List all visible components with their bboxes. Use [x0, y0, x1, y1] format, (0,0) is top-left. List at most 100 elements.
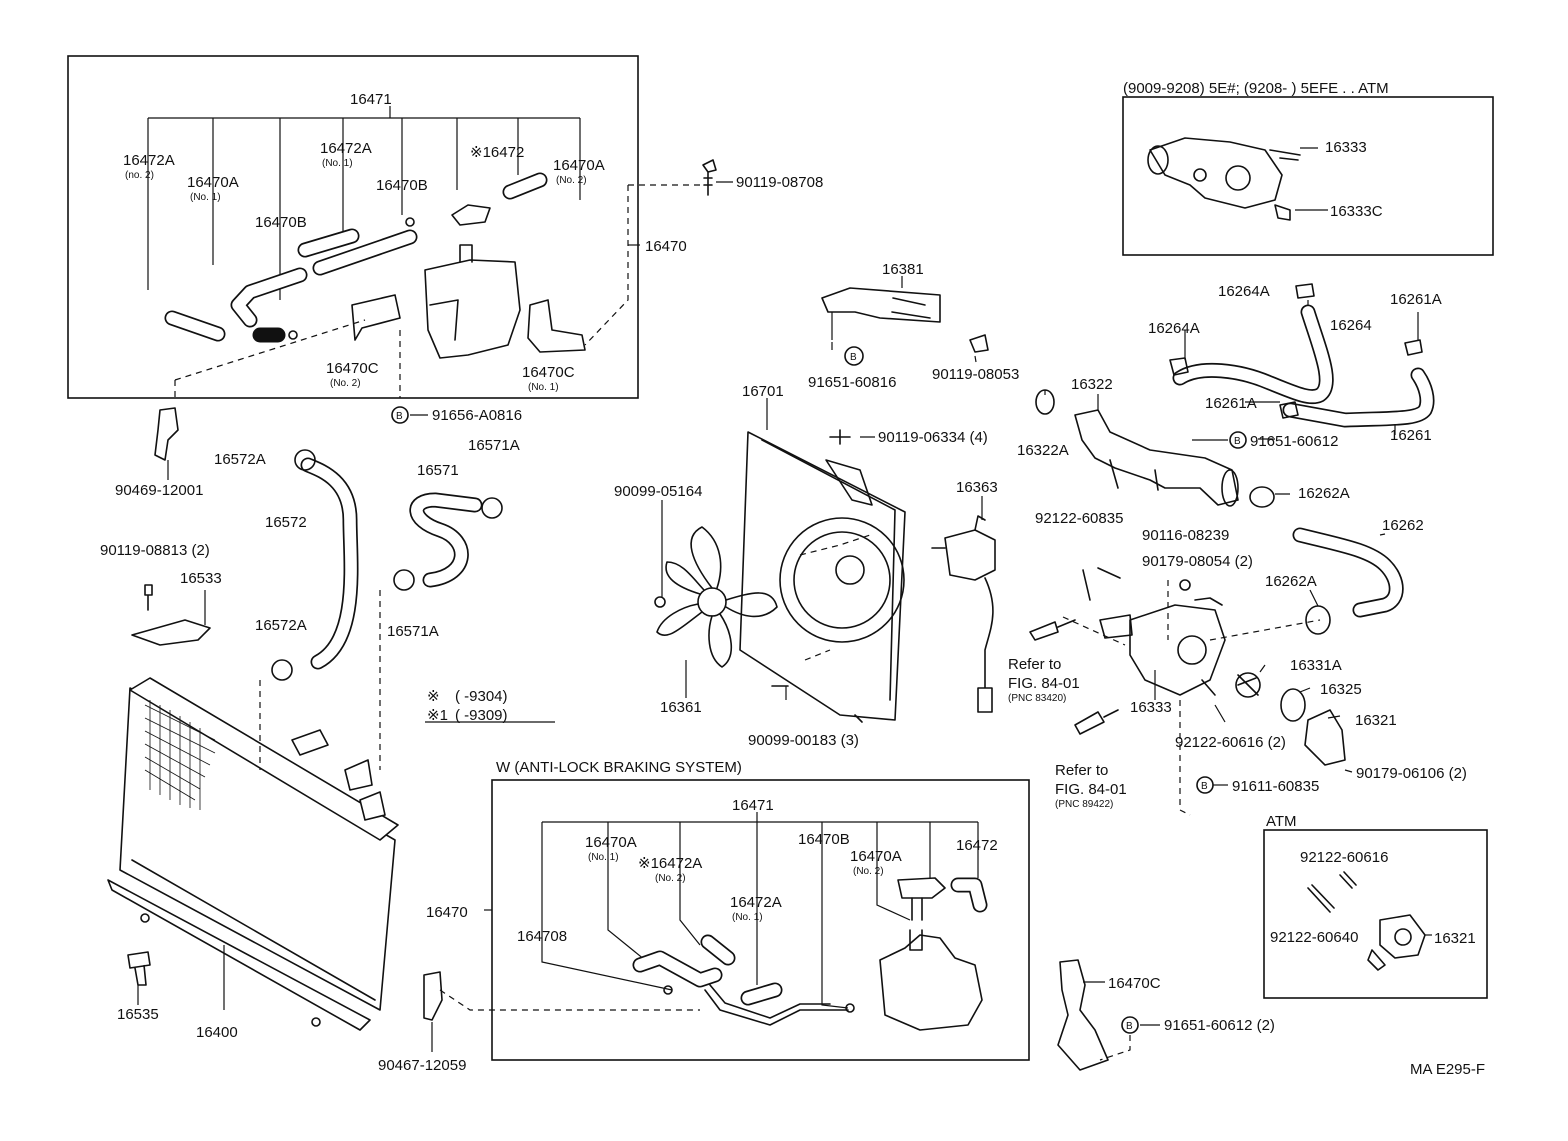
label-90119-08813[interactable]: 90119-08813 (2) — [100, 542, 210, 559]
label-16331A[interactable]: 16331A — [1290, 657, 1342, 674]
label-16470A-no1-top[interactable]: 16470A — [187, 174, 239, 191]
label-91611-60835[interactable]: 91611-60835 — [1232, 778, 1319, 795]
label-16470B-top-b[interactable]: 16470B — [376, 177, 428, 194]
label-164708-bot[interactable]: 164708 — [517, 928, 567, 945]
label-16400[interactable]: 16400 — [196, 1024, 238, 1041]
reservoir-tank — [424, 259, 521, 359]
label-atm-92122-60616[interactable]: 92122-60616 — [1300, 849, 1388, 866]
b-marker-5: B — [1126, 1021, 1133, 1032]
label-16470-top[interactable]: 16470 — [645, 238, 687, 255]
label-16321-mid[interactable]: 16321 — [1355, 712, 1397, 729]
label-16470A-no2-bot[interactable]: 16470A — [850, 848, 902, 865]
label-91656-A0816[interactable]: 91656-A0816 — [432, 407, 522, 424]
note1-symbol: ※ — [427, 688, 440, 705]
label-16472A-no1-top[interactable]: 16472A — [320, 140, 372, 157]
label-16472A-no2-bot[interactable]: ※16472A — [638, 855, 702, 872]
label-16572A-b[interactable]: 16572A — [255, 617, 307, 634]
label-16333C-tr[interactable]: 16333C — [1330, 203, 1383, 220]
label-16471-top[interactable]: 16471 — [350, 91, 392, 108]
label-16470A-no2-top[interactable]: 16470A — [553, 157, 605, 174]
label-16363[interactable]: 16363 — [956, 479, 998, 496]
bracket-16470C-bottom — [1057, 959, 1109, 1071]
label-16572[interactable]: 16572 — [265, 514, 307, 531]
bracket-16470C-no2 — [351, 294, 401, 341]
label-16264[interactable]: 16264 — [1330, 317, 1372, 334]
diagram-code: MA E295-F — [1410, 1061, 1485, 1078]
label-16571A-b[interactable]: 16571A — [387, 623, 439, 640]
label-16325[interactable]: 16325 — [1320, 681, 1362, 698]
label-90099-05164[interactable]: 90099-05164 — [614, 483, 702, 500]
label-16472-bot[interactable]: 16472 — [956, 837, 998, 854]
label-16470A-no1-bot-sub: (No. 1) — [588, 852, 619, 863]
refer1-line2[interactable]: FIG. 84-01 — [1008, 675, 1080, 692]
label-90469-12001[interactable]: 90469-12001 — [115, 482, 203, 499]
label-16261A-b[interactable]: 16261A — [1205, 395, 1257, 412]
label-atm-16321[interactable]: 16321 — [1434, 930, 1476, 947]
label-16381[interactable]: 16381 — [882, 261, 924, 278]
label-16470B-bot[interactable]: 16470B — [798, 831, 850, 848]
label-16262A-a[interactable]: 16262A — [1298, 485, 1350, 502]
label-16572A-a[interactable]: 16572A — [214, 451, 266, 468]
label-16333-tr[interactable]: 16333 — [1325, 139, 1367, 156]
refer1-line3: (PNC 83420) — [1008, 693, 1066, 704]
label-16471-bot[interactable]: 16471 — [732, 797, 774, 814]
label-16472A-no2-top-sub: (no. 2) — [125, 170, 154, 181]
label-91651-60612-2[interactable]: 91651-60612 (2) — [1164, 1017, 1275, 1034]
label-90119-08708[interactable]: 90119-08708 — [736, 174, 823, 191]
label-16472A-no1-bot[interactable]: 16472A — [730, 894, 782, 911]
label-16470C-no1-top[interactable]: 16470C — [522, 364, 575, 381]
label-91651-60816[interactable]: 91651-60816 — [808, 374, 896, 391]
label-16361[interactable]: 16361 — [660, 699, 702, 716]
label-16264A-b[interactable]: 16264A — [1148, 320, 1200, 337]
label-16472A-no2-top[interactable]: 16472A — [123, 152, 175, 169]
label-16472A-no2-bot-sub: (No. 2) — [655, 873, 686, 884]
label-16470-bot[interactable]: 16470 — [426, 904, 468, 921]
drain-cock-16535 — [127, 951, 151, 986]
label-90119-06334[interactable]: 90119-06334 (4) — [878, 429, 988, 446]
b-marker-4: B — [1201, 781, 1208, 792]
label-16535[interactable]: 16535 — [117, 1006, 159, 1023]
atm-water-outlet-box — [1122, 96, 1494, 256]
label-16322[interactable]: 16322 — [1071, 376, 1113, 393]
label-16333-mid[interactable]: 16333 — [1130, 699, 1172, 716]
label-16571[interactable]: 16571 — [417, 462, 459, 479]
label-16470A-no1-top-sub: (No. 1) — [190, 192, 221, 203]
label-16470A-no2-top-sub: (No. 2) — [556, 175, 587, 186]
atm-inset-parts — [1307, 871, 1432, 971]
label-16262[interactable]: 16262 — [1382, 517, 1424, 534]
label-16571A-a[interactable]: 16571A — [468, 437, 520, 454]
b-marker-3: B — [1234, 436, 1241, 447]
label-16322A[interactable]: 16322A — [1017, 442, 1069, 459]
label-16470C-bottom[interactable]: 16470C — [1108, 975, 1161, 992]
label-90179-06106[interactable]: 90179-06106 (2) — [1356, 765, 1467, 782]
label-90119-08053[interactable]: 90119-08053 — [932, 366, 1019, 383]
label-16261A-a[interactable]: 16261A — [1390, 291, 1442, 308]
label-atm-92122-60640[interactable]: 92122-60640 — [1270, 929, 1358, 946]
label-16472A-no1-bot-sub: (No. 1) — [732, 912, 763, 923]
label-92122-60616-2[interactable]: 92122-60616 (2) — [1175, 734, 1286, 751]
label-16470A-no1-bot[interactable]: 16470A — [585, 834, 637, 851]
label-16470C-no2-top[interactable]: 16470C — [326, 360, 379, 377]
label-90116-08239[interactable]: 90116-08239 — [1142, 527, 1229, 544]
label-16264A-a[interactable]: 16264A — [1218, 283, 1270, 300]
water-inlet-group — [1029, 283, 1435, 816]
label-16470B-top-a[interactable]: 16470B — [255, 214, 307, 231]
note1-text: ( -9304) — [455, 688, 508, 705]
label-16262A-b[interactable]: 16262A — [1265, 573, 1317, 590]
label-90099-00183[interactable]: 90099-00183 (3) — [748, 732, 859, 749]
refer2-line2[interactable]: FIG. 84-01 — [1055, 781, 1127, 798]
label-16533[interactable]: 16533 — [180, 570, 222, 587]
label-90467-12059[interactable]: 90467-12059 — [378, 1057, 466, 1074]
clip-90469-12001 — [154, 407, 179, 461]
leader-16471 — [147, 106, 581, 300]
label-91651-60612[interactable]: 91651-60612 — [1250, 433, 1338, 450]
header-abs: W (ANTI-LOCK BRAKING SYSTEM) — [496, 759, 742, 776]
label-16470A-no2-bot-sub: (No. 2) — [853, 866, 884, 877]
label-90179-08054[interactable]: 90179-08054 (2) — [1142, 553, 1253, 570]
label-92122-60835[interactable]: 92122-60835 — [1035, 510, 1123, 527]
label-16701[interactable]: 16701 — [742, 383, 784, 400]
label-16472-top[interactable]: ※16472 — [470, 144, 524, 161]
note2-symbol: ※1 — [427, 707, 448, 724]
label-16261[interactable]: 16261 — [1390, 427, 1432, 444]
